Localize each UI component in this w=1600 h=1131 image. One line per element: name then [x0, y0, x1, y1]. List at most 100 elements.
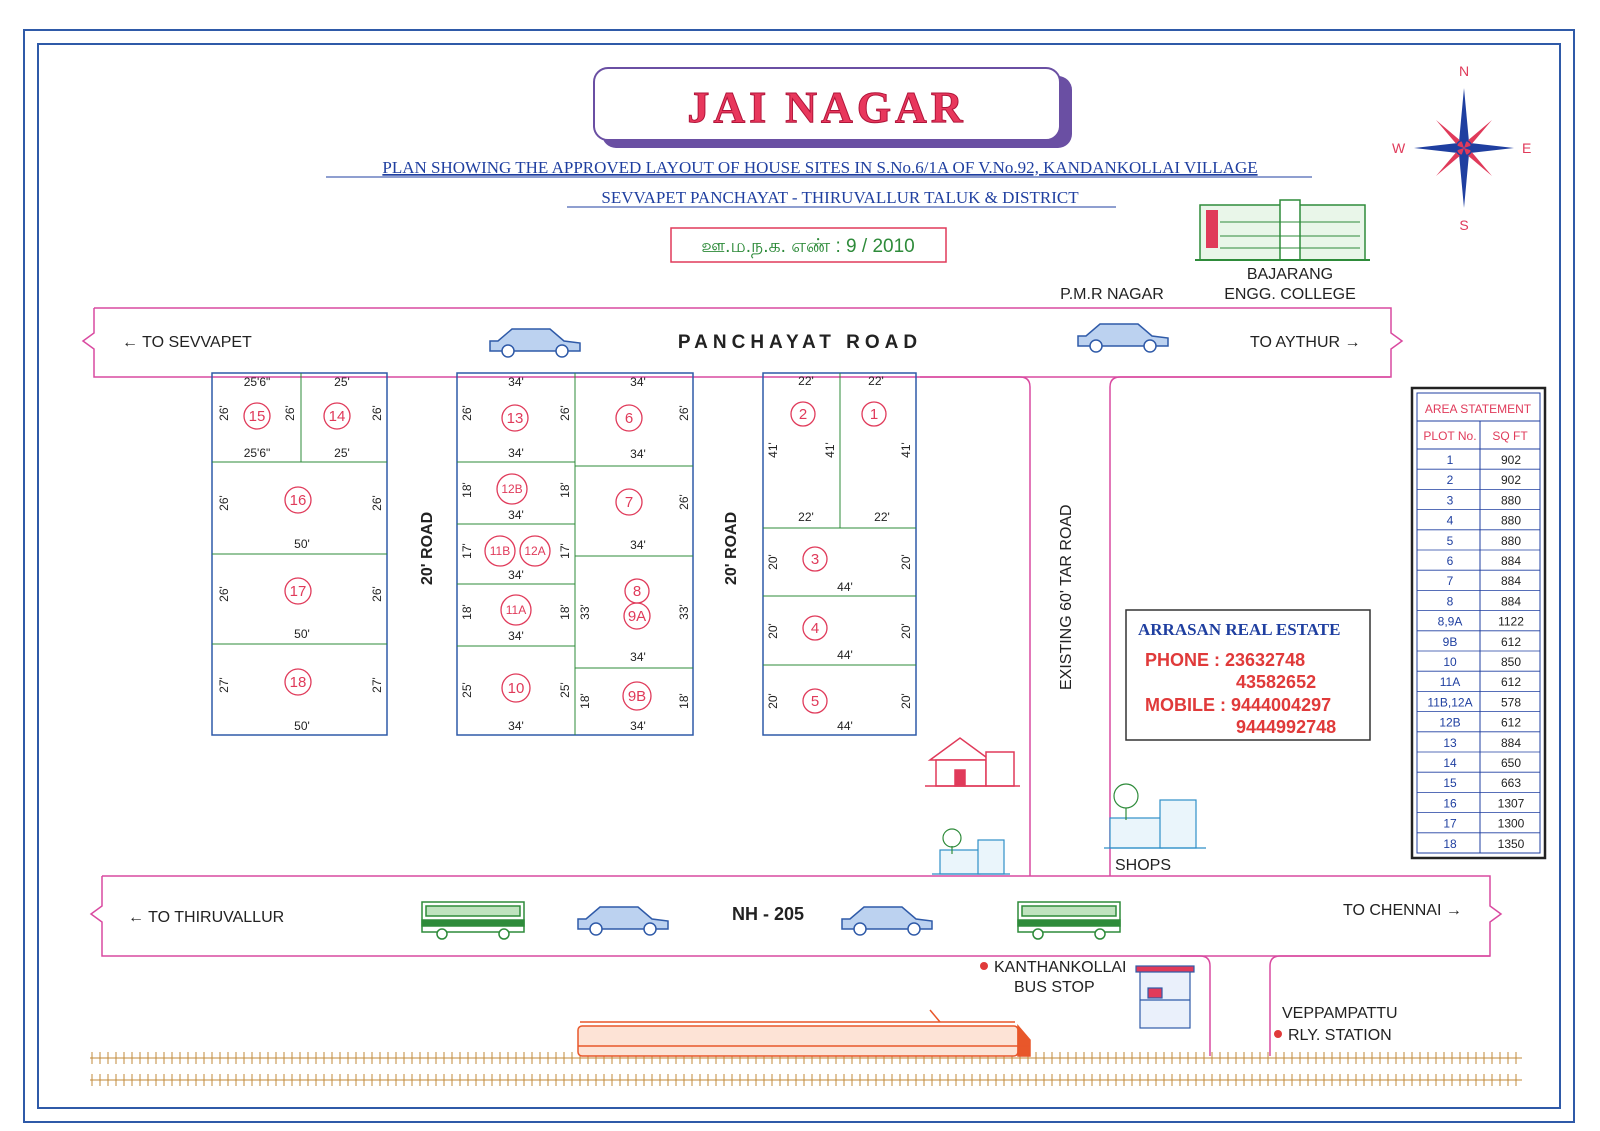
table-cell-plot: 7: [1447, 574, 1454, 588]
dim-label: 17': [558, 543, 572, 559]
table-cell-plot: 1: [1447, 453, 1454, 467]
dim-label: 18': [558, 604, 572, 620]
plot-13: 13: [507, 410, 524, 427]
dim-label: 50': [294, 537, 310, 551]
block-a: [211, 372, 388, 736]
plot-12b: 12B: [501, 482, 522, 496]
plot-12a: 12A: [524, 544, 545, 558]
table-cell-plot: 18: [1443, 837, 1457, 851]
bus-icon: [1017, 901, 1121, 940]
train-icon: [577, 1009, 1031, 1057]
panchayat-road: [81, 307, 1404, 378]
table-cell-plot: 5: [1447, 534, 1454, 548]
table-cell-plot: 14: [1443, 756, 1457, 770]
inner-border: [37, 43, 1561, 1109]
dim-label: 20': [899, 623, 913, 639]
rly-station-marker-icon: [1274, 1030, 1282, 1038]
college-building-icon: [1195, 199, 1370, 261]
table-cell-plot: 10: [1443, 655, 1457, 669]
title-box: JAI NAGAR: [593, 67, 1072, 148]
dim-label: 18': [578, 693, 592, 709]
dim-label: 26': [677, 494, 691, 510]
house-icon: [925, 737, 1020, 787]
table-cell-plot: 8,9A: [1438, 615, 1463, 629]
dim-label: 50': [294, 627, 310, 641]
table-cell-plot: 12B: [1439, 716, 1460, 730]
college-name-line2: ENGG. COLLEGE: [1224, 286, 1356, 303]
panchayat-road-label: PANCHAYAT ROAD: [678, 332, 922, 353]
plot-8: 8: [633, 583, 641, 600]
dim-label: 20': [899, 693, 913, 709]
table-cell-sqft: 884: [1501, 736, 1521, 750]
plot-14: 14: [329, 408, 346, 425]
to-sevvapet-label: ← TO SEVVAPET: [122, 334, 252, 351]
dim-label: 27': [217, 677, 231, 693]
plot-6: 6: [625, 410, 633, 427]
dim-label: 34': [508, 446, 524, 460]
dim-label: 41': [823, 442, 837, 458]
car-icon: [841, 906, 933, 936]
dim-label: 25': [558, 682, 572, 698]
dim-label: 18': [677, 693, 691, 709]
compass-east: E: [1522, 140, 1531, 156]
table-cell-plot: 15: [1443, 776, 1457, 790]
bus-stop-label-1: KANTHANKOLLAI: [994, 959, 1126, 976]
dim-label: 22': [798, 510, 814, 524]
dim-label: 18': [460, 604, 474, 620]
table-cell-plot: 9B: [1443, 635, 1458, 649]
bus-stop-icon: [1135, 965, 1195, 1029]
dim-label: 25': [460, 682, 474, 698]
dim-label: 41': [899, 442, 913, 458]
railway-track: [90, 1052, 1522, 1086]
table-cell-sqft: 1122: [1498, 615, 1524, 629]
dim-label: 26': [558, 405, 572, 421]
dim-label: 25'6": [244, 375, 271, 389]
table-cell-plot: 2: [1447, 473, 1454, 487]
dim-label: 17': [460, 543, 474, 559]
table-cell-sqft: 1350: [1498, 837, 1525, 851]
plot-9b: 9B: [628, 688, 646, 705]
to-chennai-label: TO CHENNAI →: [1343, 902, 1462, 919]
table-cell-plot: 13: [1443, 736, 1457, 750]
bus-stop-marker-icon: [980, 962, 988, 970]
dim-label: 34': [630, 650, 646, 664]
compass-north: N: [1459, 63, 1469, 79]
dim-label: 26': [217, 405, 231, 421]
dim-label: 25': [334, 375, 350, 389]
compass-west: W: [1392, 140, 1406, 156]
table-cell-plot: 16: [1443, 796, 1457, 810]
plot-9a: 9A: [628, 608, 646, 625]
table-cell-plot: 11B,12A: [1427, 695, 1472, 709]
dim-label: 22': [874, 510, 890, 524]
page-title: JAI NAGAR: [687, 83, 966, 132]
plot-16: 16: [290, 492, 307, 509]
mobile-number: MOBILE : 9444004297: [1145, 695, 1331, 715]
dim-label: 18': [460, 482, 474, 498]
shops-label: SHOPS: [1115, 857, 1171, 874]
tar-road-label: EXISTING 60' TAR ROAD: [1058, 504, 1075, 690]
dim-label: 50': [294, 719, 310, 733]
plot-11b: 11B: [490, 544, 510, 558]
dim-label: 20': [766, 554, 780, 570]
table-cell-sqft: 578: [1501, 695, 1521, 709]
dim-label: 26': [677, 405, 691, 421]
dim-label: 33': [677, 604, 691, 620]
dim-label: 22': [868, 374, 884, 388]
plot-3: 3: [811, 551, 819, 568]
car-icon: [489, 328, 581, 358]
table-cell-sqft: 612: [1501, 675, 1521, 689]
dim-label: 25'6": [244, 446, 271, 460]
dimension-labels-vertical: 26' 26' 26' 26' 26' 26' 26' 27' 27' 26' …: [217, 405, 913, 709]
table-cell-sqft: 880: [1501, 534, 1521, 548]
dim-label: 22': [798, 374, 814, 388]
dim-label: 25': [334, 446, 350, 460]
shops-icon: [1104, 783, 1206, 849]
dim-label: 34': [508, 629, 524, 643]
compass-south: S: [1459, 217, 1468, 233]
phone-number: PHONE : 23632748: [1145, 650, 1305, 670]
plot-10: 10: [508, 680, 525, 697]
nh205-label: NH - 205: [732, 904, 804, 924]
dim-label: 44': [837, 648, 853, 662]
table-cell-sqft: 663: [1501, 776, 1521, 790]
